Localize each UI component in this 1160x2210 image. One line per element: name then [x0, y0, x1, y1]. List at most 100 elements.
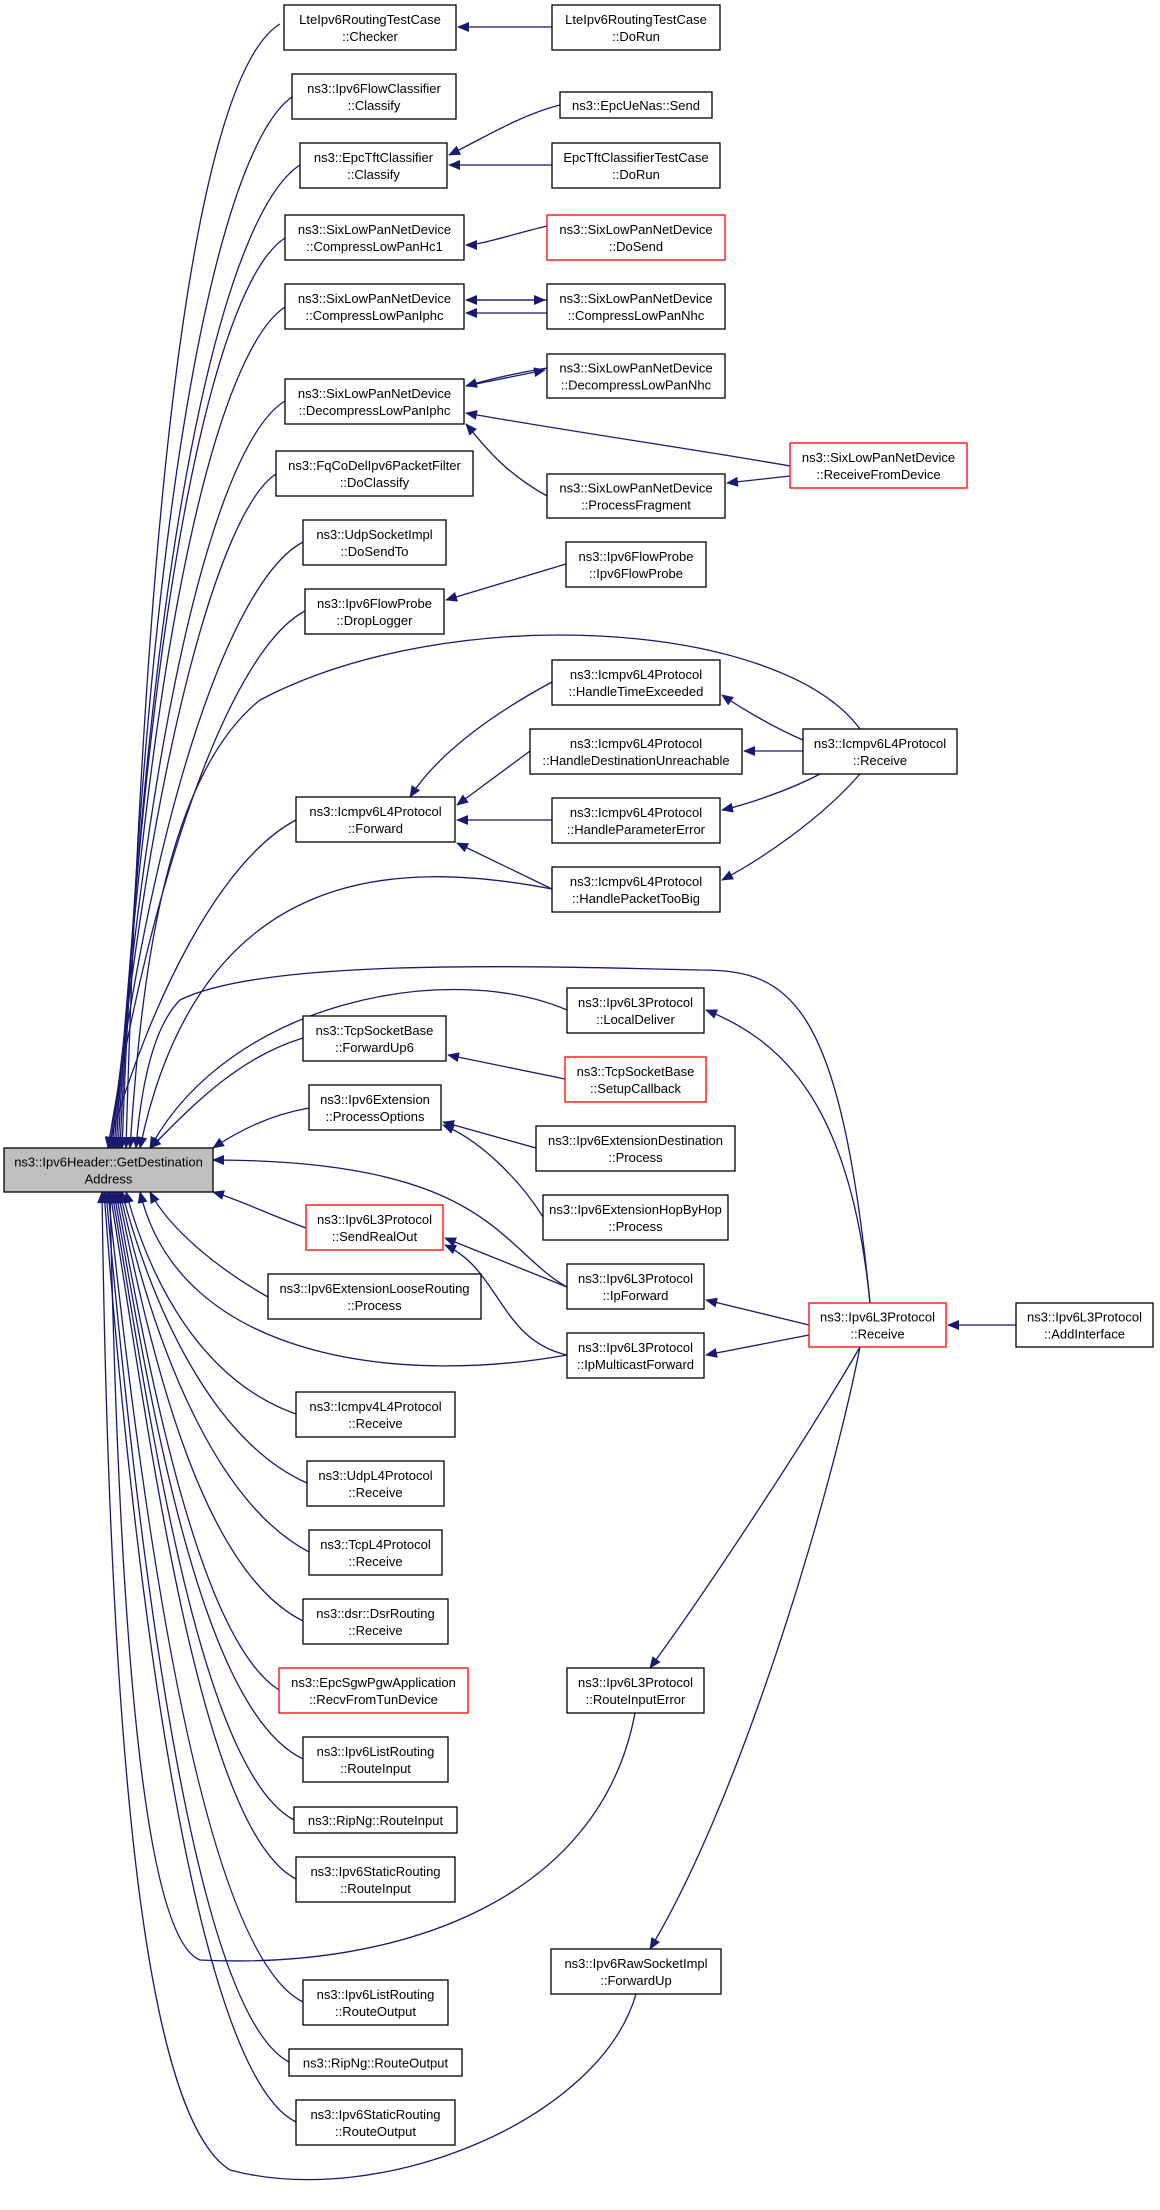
node-label-method: ::ForwardUp: [600, 1973, 672, 1988]
call-edge: [101, 1191, 290, 2063]
node-label: ns3::Ipv6L3Protocol: [578, 995, 693, 1010]
graph-node-flowprobe-ctor[interactable]: ns3::Ipv6FlowProbe::Ipv6FlowProbe: [565, 541, 707, 588]
graph-node-proc-frag[interactable]: ns3::SixLowPanNetDevice::ProcessFragment: [546, 473, 726, 519]
node-box: [308, 1084, 442, 1131]
graph-node-l3-ipforward[interactable]: ns3::Ipv6L3Protocol::IpForward: [566, 1263, 705, 1310]
call-edge: [110, 1191, 304, 1760]
graph-node-ripng-routeout[interactable]: ns3::RipNg::RouteOutput: [288, 2048, 463, 2077]
graph-node-ext-loose-proc[interactable]: ns3::Ipv6ExtensionLooseRouting::Process: [267, 1273, 482, 1320]
graph-node-ext-procopts[interactable]: ns3::Ipv6Extension::ProcessOptions: [308, 1084, 442, 1131]
call-edge: [109, 400, 286, 1149]
graph-node-static-routeout[interactable]: ns3::Ipv6StaticRouting::RouteOutput: [295, 2099, 456, 2146]
graph-node-icmp-paramerr[interactable]: ns3::Icmpv6L4Protocol::HandleParameterEr…: [551, 797, 721, 844]
call-edge: [465, 367, 546, 387]
graph-node-recv-from-dev[interactable]: ns3::SixLowPanNetDevice::ReceiveFromDevi…: [789, 442, 968, 489]
call-edge: [465, 410, 791, 467]
call-edge: [137, 876, 553, 1149]
node-label-method: ::Ipv6FlowProbe: [589, 566, 683, 581]
node-label-method: ::Checker: [342, 29, 398, 44]
node-box: [291, 73, 457, 120]
graph-node-static-routein[interactable]: ns3::Ipv6StaticRouting::RouteInput: [295, 1856, 456, 1903]
graph-node-l3-ipmcast[interactable]: ns3::Ipv6L3Protocol::IpMulticastForward: [566, 1332, 705, 1379]
graph-node-fqcodel[interactable]: ns3::FqCoDelIpv6PacketFilter::DoClassify: [275, 450, 474, 497]
node-label: ns3::Icmpv6L4Protocol: [570, 736, 702, 751]
graph-node-l3-routeinerr[interactable]: ns3::Ipv6L3Protocol::RouteInputError: [566, 1667, 705, 1714]
call-edge: [212, 1107, 310, 1149]
node-label-method: ::CompressLowPanIphc: [305, 308, 444, 323]
node-box: [1015, 1302, 1154, 1348]
graph-node-l3-sendrealout[interactable]: ns3::Ipv6L3Protocol::SendRealOut: [305, 1204, 444, 1251]
node-label-method: ::DoClassify: [340, 475, 410, 490]
graph-node-l3-receive[interactable]: ns3::Ipv6L3Protocol::Receive: [808, 1302, 947, 1348]
call-edge: [442, 1124, 544, 1218]
node-label-method: ::DoSendTo: [341, 544, 409, 559]
node-label: ns3::dsr::DsrRouting: [316, 1606, 435, 1621]
graph-node-flowprobe-drop[interactable]: ns3::Ipv6FlowProbe::DropLogger: [304, 588, 445, 635]
node-label: ns3::Ipv6L3Protocol: [317, 1212, 432, 1227]
graph-node-l3-addif[interactable]: ns3::Ipv6L3Protocol::AddInterface: [1015, 1302, 1154, 1348]
graph-node-decomp-iphc[interactable]: ns3::SixLowPanNetDevice::DecompressLowPa…: [284, 378, 465, 425]
call-edge: [705, 1297, 810, 1326]
node-label: ns3::Ipv6ListRouting: [317, 1744, 435, 1759]
graph-node-raw-fwdup[interactable]: ns3::Ipv6RawSocketImpl::ForwardUp: [550, 1948, 722, 1995]
node-label: ns3::FqCoDelIpv6PacketFilter: [288, 458, 461, 473]
node-label-method: ::Process: [608, 1150, 663, 1165]
graph-node-comp-nhc[interactable]: ns3::SixLowPanNetDevice::CompressLowPanN…: [546, 283, 726, 330]
graph-node-decomp-nhc[interactable]: ns3::SixLowPanNetDevice::DecompressLowPa…: [546, 353, 726, 399]
node-box: [308, 1529, 443, 1576]
graph-node-epcue-send[interactable]: ns3::EpcUeNas::Send: [559, 91, 713, 119]
graph-node-udp-dosendto[interactable]: ns3::UdpSocketImpl::DoSendTo: [302, 519, 447, 566]
graph-node-dosend[interactable]: ns3::SixLowPanNetDevice::DoSend: [546, 214, 726, 261]
graph-node-epctft[interactable]: ns3::EpcTftClassifier::Classify: [299, 142, 448, 189]
call-edge: [649, 1346, 861, 1669]
node-box: [288, 2048, 463, 2077]
node-label-method: ::HandlePacketTooBig: [572, 891, 700, 906]
graph-node-lte-dorun[interactable]: LteIpv6RoutingTestCase::DoRun: [551, 4, 721, 51]
graph-node-icmp4-receive[interactable]: ns3::Icmpv4L4Protocol::Receive: [295, 1391, 456, 1438]
node-label-method: ::RouteOutput: [335, 2004, 416, 2019]
graph-node-icmp-forward[interactable]: ns3::Icmpv6L4Protocol::Forward: [295, 796, 456, 843]
call-edge: [115, 1191, 304, 1622]
call-edge: [106, 1191, 297, 1880]
graph-node-list-routein[interactable]: ns3::Ipv6ListRouting::RouteInput: [302, 1736, 449, 1783]
graph-node-icmp-timeexc[interactable]: ns3::Icmpv6L4Protocol::HandleTimeExceede…: [551, 659, 721, 706]
call-edge: [726, 475, 791, 487]
graph-node-tcp-fwdup6[interactable]: ns3::TcpSocketBase::ForwardUp6: [302, 1015, 447, 1062]
call-edge: [149, 988, 568, 1149]
graph-node-ext-hop-proc[interactable]: ns3::Ipv6ExtensionHopByHop::Process: [542, 1194, 729, 1241]
node-label: ns3::SixLowPanNetDevice: [559, 361, 712, 376]
node-box: [789, 442, 968, 489]
graph-node-tcp-receive[interactable]: ns3::TcpL4Protocol::Receive: [308, 1529, 443, 1576]
call-edge: [111, 306, 286, 1149]
graph-node-l3-localdeliver[interactable]: ns3::Ipv6L3Protocol::LocalDeliver: [566, 987, 705, 1034]
graph-node-tcp-setupcb[interactable]: ns3::TcpSocketBase::SetupCallback: [564, 1056, 707, 1103]
node-label: ns3::Ipv6StaticRouting: [310, 1864, 440, 1879]
node-label: ns3::Icmpv6L4Protocol: [570, 667, 702, 682]
node-box: [306, 1460, 445, 1507]
graph-node-icmp-pkttoobig[interactable]: ns3::Icmpv6L4Protocol::HandlePacketTooBi…: [551, 866, 721, 913]
graph-node-flowclass[interactable]: ns3::Ipv6FlowClassifier::Classify: [291, 73, 457, 120]
call-edge: [465, 225, 548, 250]
graph-node-ripng-routein[interactable]: ns3::RipNg::RouteInput: [293, 1806, 458, 1834]
call-edge: [705, 1009, 871, 1304]
node-label-method: ::DecompressLowPanNhc: [561, 378, 712, 393]
graph-node-comp-iphc[interactable]: ns3::SixLowPanNetDevice::CompressLowPanI…: [284, 283, 465, 330]
graph-node-icmp-receive[interactable]: ns3::Icmpv6L4Protocol::Receive: [802, 728, 958, 775]
graph-node-ext-dest-proc[interactable]: ns3::Ipv6ExtensionDestination::Process: [535, 1125, 736, 1172]
graph-node-comp-hc1[interactable]: ns3::SixLowPanNetDevice::CompressLowPanH…: [284, 214, 465, 261]
graph-node-dsr-receive[interactable]: ns3::dsr::DsrRouting::Receive: [302, 1598, 449, 1645]
node-label-method: Address: [85, 1172, 133, 1187]
call-edge: [137, 1191, 568, 1367]
graph-node-epcsgw[interactable]: ns3::EpcSgwPgwApplication::RecvFromTunDe…: [278, 1667, 469, 1714]
graph-node-icmp-destunr[interactable]: ns3::Icmpv6L4Protocol::HandleDestination…: [529, 728, 743, 775]
call-edge: [108, 1191, 295, 1821]
graph-node-list-routeout[interactable]: ns3::Ipv6ListRouting::RouteOutput: [302, 1979, 449, 2026]
node-label-method: ::LocalDeliver: [596, 1012, 675, 1027]
node-label-method: ::AddInterface: [1044, 1327, 1125, 1342]
graph-node-udp-receive[interactable]: ns3::UdpL4Protocol::Receive: [306, 1460, 445, 1507]
call-edge: [444, 1244, 568, 1356]
graph-node-lte-checker[interactable]: LteIpv6RoutingTestCase::Checker: [283, 4, 457, 51]
call-edge: [104, 1191, 304, 2003]
call-edge: [113, 1191, 280, 1691]
graph-node-epctft-dorun[interactable]: EpcTftClassifierTestCase::DoRun: [551, 142, 721, 189]
